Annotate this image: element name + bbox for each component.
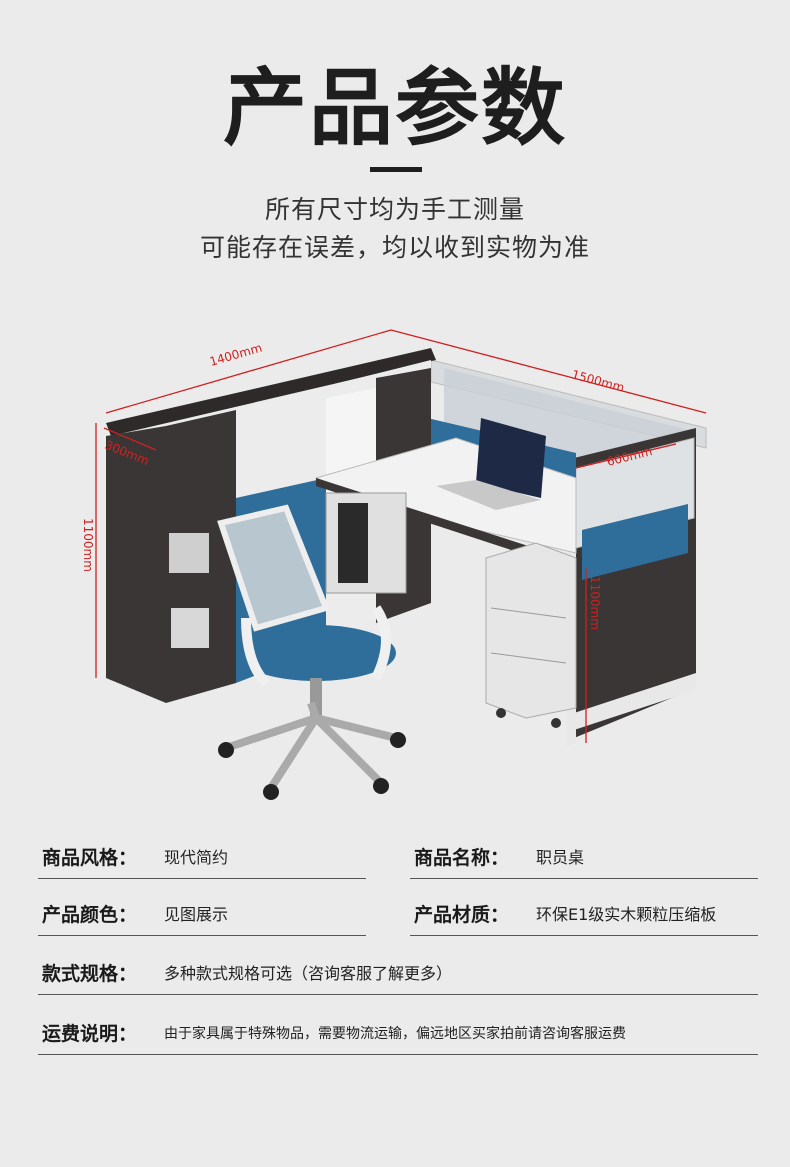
title-underline: [370, 167, 422, 172]
spec-row-material: 产品材质： 环保E1级实木颗粒压缩板: [410, 895, 758, 936]
office-chair: [217, 504, 406, 800]
subtitle-line-1: 所有尺寸均为手工测量: [264, 195, 525, 224]
subtitle-line-2: 可能存在误差，均以收到实物为准: [199, 233, 590, 262]
spec-value: 见图展示: [164, 905, 229, 924]
spec-value: 多种款式规格可选（咨询客服了解更多）: [164, 964, 453, 983]
laptop-image: [436, 418, 546, 510]
dimension-lines: [95, 329, 707, 743]
drawer-pedestal: [485, 542, 577, 728]
dim-height-right: 1100mm: [588, 576, 602, 630]
dim-height-left: 1100mm: [81, 518, 95, 572]
dim-width-left: 1400mm: [208, 341, 264, 369]
spec-value: 现代简约: [164, 848, 229, 867]
spec-row-style: 商品风格： 现代简约: [38, 838, 366, 879]
spec-label: 商品风格：: [42, 847, 138, 869]
spec-label: 运费说明：: [42, 1023, 138, 1045]
spec-row-color: 产品颜色： 见图展示: [38, 895, 366, 936]
product-illustration: 1400mm 1500mm 300mm 600mm 1100mm 1100mm: [76, 318, 726, 818]
spec-value: 由于家具属于特殊物品，需要物流运输，偏远地区买家拍前请咨询客服运费: [164, 1026, 626, 1042]
page-title: 产品参数: [222, 59, 567, 157]
dim-width-right: 1500mm: [570, 367, 626, 394]
spec-label: 产品颜色：: [42, 904, 138, 926]
spec-label: 商品名称：: [414, 847, 510, 869]
spec-row-name: 商品名称： 职员桌: [410, 838, 758, 879]
spec-row-variants: 款式规格： 多种款式规格可选（咨询客服了解更多）: [38, 954, 758, 995]
spec-value: 职员桌: [536, 848, 585, 867]
spec-row-shipping: 运费说明： 由于家具属于特殊物品，需要物流运输，偏远地区买家拍前请咨询客服运费: [38, 1014, 758, 1055]
spec-value: 环保E1级实木颗粒压缩板: [536, 905, 717, 924]
spec-label: 款式规格：: [42, 963, 138, 985]
spec-label: 产品材质：: [414, 904, 510, 926]
side-partition: [566, 428, 696, 746]
